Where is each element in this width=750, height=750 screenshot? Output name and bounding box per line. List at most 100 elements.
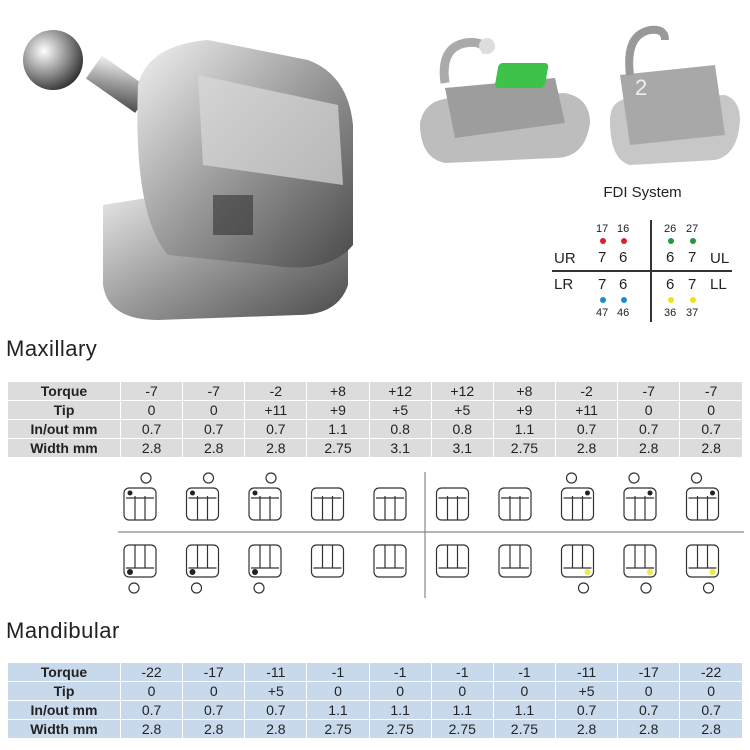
- table-cell: 2.8: [554, 438, 618, 458]
- table-cell: 0.7: [679, 419, 742, 439]
- fdi-number: 27: [686, 223, 699, 235]
- upper-bracket-diagram: [498, 487, 532, 521]
- bracket-numbered-photo: 2: [610, 25, 740, 165]
- bracket-with-hook-photo: [420, 38, 590, 163]
- table-cell: -1: [430, 663, 494, 682]
- tooth: 7: [598, 249, 607, 266]
- row-label: Torque: [8, 663, 121, 682]
- fdi-number: 26: [664, 223, 677, 235]
- green-dot: [668, 238, 674, 244]
- table-cell: 0.8: [430, 419, 494, 439]
- table-row: Torque-7-7-2+8+12+12+8-2-7-7: [8, 382, 742, 401]
- tooth: 7: [688, 276, 697, 293]
- table-cell: +5: [554, 681, 618, 701]
- quadrant-ll: LL: [710, 276, 727, 293]
- table-cell: 2.75: [306, 719, 370, 739]
- table-cell: -11: [554, 663, 618, 682]
- table-cell: 0.7: [554, 700, 618, 720]
- table-cell: 2.8: [679, 719, 742, 739]
- table-cell: 0: [430, 681, 494, 701]
- table-cell: 0: [368, 681, 432, 701]
- fdi-title: FDI System: [603, 184, 682, 201]
- table-cell: 2.8: [244, 438, 307, 458]
- upper-bracket-diagram: [185, 472, 220, 521]
- row-label: In/out mm: [8, 419, 121, 439]
- table-cell: -7: [182, 382, 245, 401]
- table-cell: +12: [368, 382, 432, 401]
- row-label: In/out mm: [8, 700, 121, 720]
- table-cell: -7: [119, 382, 183, 401]
- table-cell: 2.8: [119, 719, 183, 739]
- table-cell: +9: [306, 400, 370, 420]
- fdi-system-chart: FDI System UR UL LR LL 17 16 7 6 26 27 6…: [540, 180, 745, 330]
- table-cell: 1.1: [430, 700, 494, 720]
- red-dot: [600, 238, 606, 244]
- table-cell: 0: [306, 681, 370, 701]
- table-cell: 1.1: [492, 419, 556, 439]
- hook-marker: [584, 569, 591, 575]
- table-cell: 2.75: [492, 719, 556, 739]
- table-cell: -22: [119, 663, 183, 682]
- table-cell: 2.75: [492, 438, 556, 458]
- fdi-number: 37: [686, 307, 699, 319]
- lower-bracket-diagram: [498, 544, 532, 578]
- tooth: 6: [666, 249, 675, 266]
- green-dot: [690, 238, 696, 244]
- table-cell: 0: [182, 400, 245, 420]
- upper-bracket-diagram: [623, 472, 657, 521]
- table-cell: -7: [679, 382, 742, 401]
- red-dot: [621, 238, 627, 244]
- yellow-dot: [668, 297, 674, 303]
- table-cell: 1.1: [306, 419, 370, 439]
- table-cell: 0.7: [679, 700, 742, 720]
- table-cell: 0.7: [617, 700, 680, 720]
- row-label: Tip: [8, 400, 121, 420]
- table-cell: 0.7: [554, 419, 618, 439]
- table-cell: 0: [617, 400, 680, 420]
- table-cell: +12: [430, 382, 494, 401]
- hook-marker: [189, 569, 196, 575]
- table-cell: 2.8: [679, 438, 742, 458]
- blue-dot: [600, 297, 606, 303]
- row-label: Width mm: [8, 438, 121, 458]
- table-cell: 0.7: [119, 700, 183, 720]
- table-cell: 0: [492, 681, 556, 701]
- table-cell: 3.1: [430, 438, 494, 458]
- table-cell: +8: [306, 382, 370, 401]
- table-cell: 0.8: [368, 419, 432, 439]
- table-cell: 2.8: [182, 719, 245, 739]
- quadrant-ur: UR: [554, 250, 576, 267]
- tooth: 6: [666, 276, 675, 293]
- table-cell: 2.8: [119, 438, 183, 458]
- upper-bracket-diagram: [310, 487, 345, 521]
- table-cell: -2: [554, 382, 618, 401]
- bracket-diagrams: [118, 472, 744, 598]
- table-cell: 0.7: [119, 419, 183, 439]
- lower-bracket-diagram: [248, 544, 282, 594]
- table-cell: -1: [492, 663, 556, 682]
- table-cell: 2.8: [554, 719, 618, 739]
- lower-bracket-diagram: [623, 544, 657, 594]
- tooth: 7: [688, 249, 697, 266]
- table-cell: 1.1: [368, 700, 432, 720]
- table-cell: +5: [244, 681, 307, 701]
- tooth: 7: [598, 276, 607, 293]
- fdi-horizontal-divider: [552, 270, 732, 272]
- table-cell: +11: [244, 400, 307, 420]
- table-cell: 2.75: [430, 719, 494, 739]
- table-cell: -17: [617, 663, 680, 682]
- table-cell: -17: [182, 663, 245, 682]
- upper-bracket-diagram: [560, 472, 595, 521]
- table-cell: +5: [368, 400, 432, 420]
- yellow-dot: [690, 297, 696, 303]
- hook-marker: [709, 569, 716, 575]
- table-cell: -1: [368, 663, 432, 682]
- table-cell: 2.8: [244, 719, 307, 739]
- row-label: Tip: [8, 681, 121, 701]
- table-row: Torque-22-17-11-1-1-1-1-11-17-22: [8, 663, 742, 682]
- svg-text:2: 2: [635, 75, 647, 100]
